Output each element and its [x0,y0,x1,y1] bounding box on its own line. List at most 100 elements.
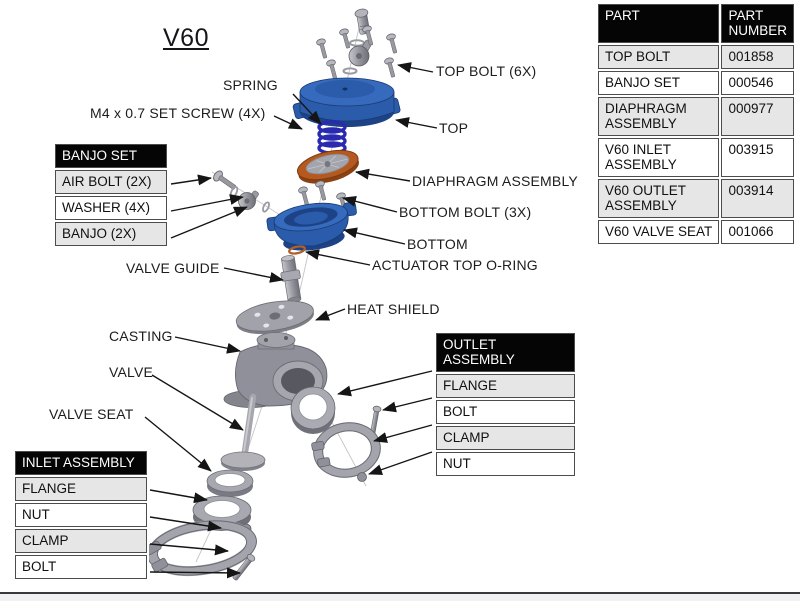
table-row: FLANGE [15,477,147,501]
arrow-inlet-nut [149,516,222,532]
banjo-set-header: BANJO SET [55,144,167,168]
callout-top: TOP [439,120,469,136]
table-row: BANJO SET 000546 [598,71,794,95]
arrow-spring [292,93,322,125]
part-outlet-clamp [311,422,381,478]
arrow-valve-guide [223,267,284,283]
table-row: DIAPHRAGM ASSEMBLY 000977 [598,97,794,136]
table-row: CLAMP [436,426,575,450]
outlet-assembly-header: OUTLET ASSEMBLY [436,333,575,372]
callout-spring: SPRING [223,77,278,93]
part-o-ring [288,245,306,255]
part-inlet-clamp [144,519,257,577]
arrow-banjo-air-bolt [170,174,212,186]
inlet-assembly-table: INLET ASSEMBLY FLANGE NUT CLAMP BOLT [13,449,149,581]
table-row: WASHER (4X) [55,196,167,220]
number-cell: 000546 [721,71,794,95]
inlet-row-flange: FLANGE [15,477,147,501]
outlet-row-clamp: CLAMP [436,426,575,450]
part-cell: V60 OUTLET ASSEMBLY [598,179,720,218]
arrow-banjo-washer [170,194,244,212]
arrow-set-screw [273,115,303,130]
callout-valve-guide: VALVE GUIDE [126,260,220,276]
table-row: V60 OUTLET ASSEMBLY 003914 [598,179,794,218]
part-outlet-nut [357,472,367,482]
part-col-header: PART [598,4,720,43]
part-valve [220,393,266,471]
arrow-casting [174,336,241,354]
table-row: FLANGE [436,374,575,398]
table-row: NUT [15,503,147,527]
part-heat-shield [235,300,314,335]
inlet-row-bolt: BOLT [15,555,147,579]
table-row: NUT [436,452,575,476]
banjo-row-washer: WASHER (4X) [55,196,167,220]
arrow-outlet-bolt [382,397,433,413]
part-cell: BANJO SET [598,71,720,95]
callout-casting: CASTING [109,328,173,344]
part-cell: V60 INLET ASSEMBLY [598,138,720,177]
outlet-row-nut: NUT [436,452,575,476]
arrow-diaphragm [355,168,411,182]
table-row: BOLT [15,555,147,579]
part-number-table: PART PART NUMBER TOP BOLT 001858 BANJO S… [596,2,796,246]
banjo-row-air-bolt: AIR BOLT (2X) [55,170,167,194]
page-bottom-rule [0,592,800,594]
arrow-bottom-bolt [342,195,398,213]
inlet-assembly-header: INLET ASSEMBLY [15,451,147,475]
arrow-inlet-clamp [149,543,229,556]
outlet-row-flange: FLANGE [436,374,575,398]
part-cell: V60 VALVE SEAT [598,220,720,244]
inlet-row-nut: NUT [15,503,147,527]
part-valve-seat [206,469,254,497]
banjo-set-table: BANJO SET AIR BOLT (2X) WASHER (4X) BANJ… [53,142,169,248]
number-cell: 000977 [721,97,794,136]
callout-bottom: BOTTOM [407,236,468,252]
part-washer-top-1 [349,39,365,47]
part-outlet-flange [290,386,336,434]
table-row: BANJO (2X) [55,222,167,246]
part-bottom-housing [266,201,357,251]
table-row: BOLT [436,400,575,424]
part-valve-guide [280,255,302,303]
arrow-bottom [343,227,406,245]
arrow-outlet-nut [368,451,433,475]
part-washer-top-2 [342,67,358,75]
callout-o-ring: ACTUATOR TOP O-RING [372,257,538,273]
part-washer-left-2 [262,201,270,213]
number-cell: 003915 [721,138,794,177]
outlet-assembly-table: OUTLET ASSEMBLY FLANGE BOLT CLAMP NUT [434,331,577,478]
page-title: V60 [163,24,209,52]
callout-heat-shield: HEAT SHIELD [347,301,440,317]
part-cell: TOP BOLT [598,45,720,69]
arrow-valve-seat [144,416,212,472]
arrow-top-bolt [397,62,434,73]
arrow-valve [151,374,244,431]
table-row: V60 INLET ASSEMBLY 003915 [598,138,794,177]
part-cell: DIAPHRAGM ASSEMBLY [598,97,720,136]
table-row: TOP BOLT 001858 [598,45,794,69]
arrow-inlet-flange [149,489,208,504]
inlet-row-clamp: CLAMP [15,529,147,553]
part-outlet-bolt [370,405,382,437]
arrow-o-ring [305,249,371,266]
callout-set-screw: M4 x 0.7 SET SCREW (4X) [90,105,266,121]
part-air-bolt-left [211,168,239,193]
arrow-outlet-flange [337,370,433,397]
banjo-row-banjo: BANJO (2X) [55,222,167,246]
part-top-cap [292,77,401,127]
arrow-inlet-bolt [149,567,241,579]
callout-valve-seat: VALVE SEAT [49,406,134,422]
callout-diaphragm: DIAPHRAGM ASSEMBLY [412,173,578,189]
number-col-header: PART NUMBER [721,4,794,43]
table-row: V60 VALVE SEAT 001066 [598,220,794,244]
number-cell: 001858 [721,45,794,69]
leader-arrows [144,62,438,579]
number-cell: 003914 [721,179,794,218]
arrow-banjo-banjo [170,206,248,239]
arrow-outlet-clamp [373,424,433,443]
callout-bottom-bolt: BOTTOM BOLT (3X) [399,204,532,220]
callout-top-bolt: TOP BOLT (6X) [436,63,537,79]
